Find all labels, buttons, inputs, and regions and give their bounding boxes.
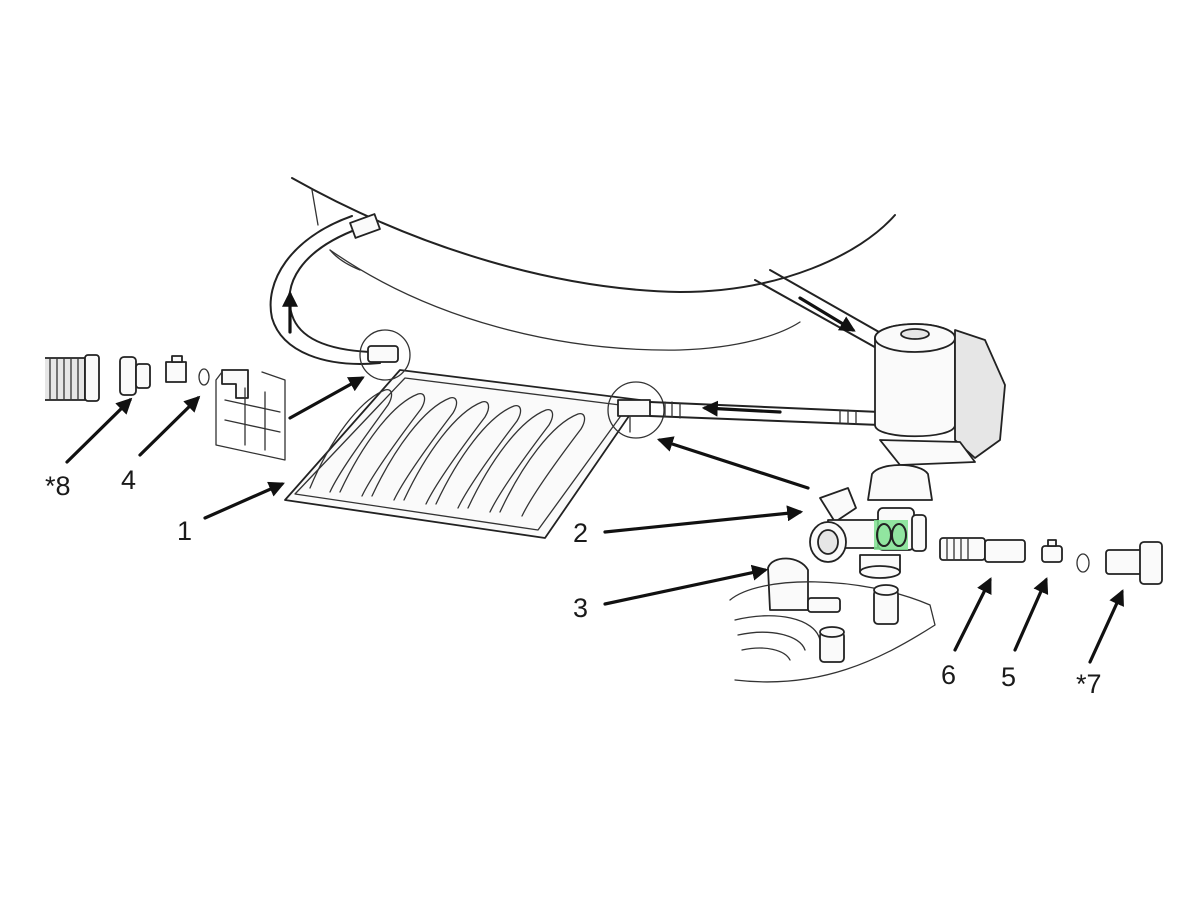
callout-3: 3	[573, 593, 589, 623]
leader-6	[953, 577, 992, 652]
flow-arrow-left	[701, 400, 782, 417]
callout-8: *8	[45, 471, 71, 501]
callout-2: 2	[573, 518, 589, 548]
left-fittings	[45, 354, 286, 461]
leader-4	[138, 395, 201, 457]
callout-leaders	[65, 376, 1124, 664]
pool-wall	[291, 177, 896, 351]
callout-5: 5	[1001, 662, 1017, 692]
leader-8	[65, 397, 133, 464]
callout-4: 4	[121, 465, 137, 495]
filter-pump	[754, 269, 1006, 466]
callout-6: 6	[941, 660, 957, 690]
flow-arrow-to-pump	[798, 296, 856, 332]
mat-coils	[309, 389, 586, 517]
leader-inlet	[288, 376, 365, 420]
leader-2	[603, 505, 804, 534]
valve-assembly	[729, 464, 1163, 683]
return-hose	[269, 213, 381, 365]
callout-1: 1	[177, 516, 193, 546]
feed-hose	[649, 401, 881, 426]
callout-7: *7	[1076, 669, 1102, 699]
leader-3	[603, 564, 769, 606]
mat-inlet-detail	[359, 329, 665, 439]
leader-outlet	[656, 436, 810, 490]
leader-7	[1088, 589, 1124, 664]
leader-1	[203, 481, 285, 520]
solar-heater-mat	[284, 369, 641, 539]
leader-5	[1013, 577, 1049, 652]
